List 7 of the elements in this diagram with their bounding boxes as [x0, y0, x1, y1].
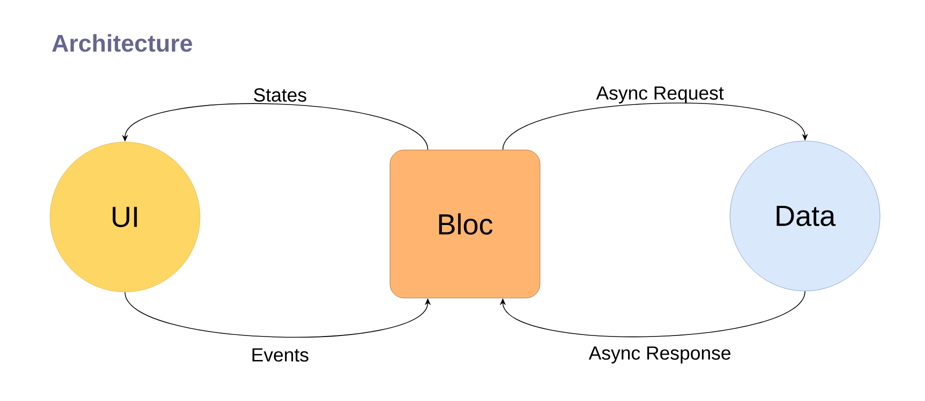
bloc-box: Bloc [390, 150, 540, 298]
curved-arrow [500, 290, 806, 337]
edge-label: Async Request [596, 86, 724, 104]
edge-label: Events [252, 348, 308, 362]
edge-label: States [254, 88, 306, 102]
edge-label: Async Response [588, 346, 730, 364]
title: Architecture [52, 34, 192, 52]
